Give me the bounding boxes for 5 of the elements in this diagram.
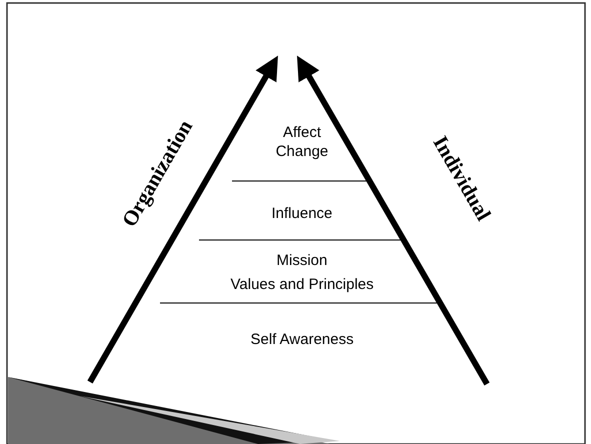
tier-label: Values and Principles: [230, 274, 374, 294]
tier-label: Self Awareness: [250, 330, 354, 348]
tier-label: Influence: [272, 204, 332, 222]
tier-label: Mission: [276, 250, 328, 270]
tier-label: Affect Change: [274, 123, 330, 161]
